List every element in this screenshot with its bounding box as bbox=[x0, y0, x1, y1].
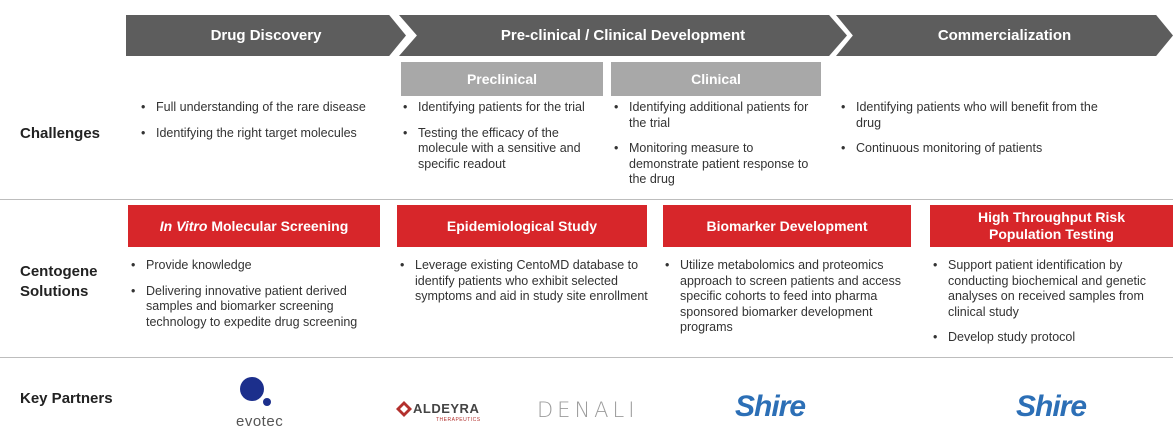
shire-logo-biomarker: Shire bbox=[735, 390, 855, 426]
solution-epidemiology-header: Epidemiological Study bbox=[397, 205, 647, 247]
divider-solutions bbox=[0, 357, 1173, 358]
solution-screening-list: Provide knowledge Delivering innovative … bbox=[128, 258, 386, 340]
subphase-preclinical: Preclinical bbox=[401, 62, 603, 96]
evotec-logo: evotec bbox=[228, 373, 298, 430]
list-item: Delivering innovative patient derived sa… bbox=[128, 284, 386, 331]
solution-risk-title: High Throughput Risk Population Testing bbox=[978, 209, 1125, 242]
list-item: Monitoring measure to demonstrate patien… bbox=[611, 141, 823, 188]
row-label-partners: Key Partners bbox=[20, 390, 113, 407]
phase-preclinical-clinical: Pre-clinical / Clinical Development bbox=[399, 15, 847, 56]
shire-wordmark: Shire bbox=[735, 390, 806, 423]
aldeyra-subtext: THERAPEUTICS bbox=[436, 417, 481, 423]
solution-screening-title-italic: In Vitro bbox=[159, 217, 208, 234]
row-label-solutions-line1: Centogene bbox=[20, 263, 98, 280]
list-item: Identifying additional patients for the … bbox=[611, 100, 823, 131]
solution-screening-title-rest: Molecular Screening bbox=[207, 217, 349, 234]
challenges-preclinical-list: Identifying patients for the trial Testi… bbox=[400, 100, 600, 182]
challenges-clinical-list: Identifying additional patients for the … bbox=[611, 100, 823, 198]
list-item: Identifying the right target molecules bbox=[138, 126, 383, 142]
list-item: Provide knowledge bbox=[128, 258, 386, 274]
list-item: Develop study protocol bbox=[930, 330, 1173, 346]
phase-drug-discovery: Drug Discovery bbox=[126, 15, 406, 56]
subphase-clinical-label: Clinical bbox=[691, 71, 741, 87]
subphase-clinical: Clinical bbox=[611, 62, 821, 96]
challenges-commercial-list: Identifying patients who will benefit fr… bbox=[838, 100, 1108, 167]
aldeyra-wordmark: ALDEYRA bbox=[413, 401, 480, 416]
row-label-challenges: Challenges bbox=[20, 125, 101, 142]
denali-wordmark: DENALI bbox=[537, 398, 639, 422]
aldeyra-mark-icon bbox=[396, 401, 412, 417]
solution-epidemiology-title: Epidemiological Study bbox=[446, 217, 598, 234]
solution-biomarker-title: Biomarker Development bbox=[706, 217, 868, 234]
subphase-preclinical-label: Preclinical bbox=[466, 71, 538, 87]
list-item: Support patient identification by conduc… bbox=[930, 258, 1173, 320]
list-item: Testing the efficacy of the molecule wit… bbox=[400, 126, 600, 173]
list-item: Leverage existing CentoMD database to id… bbox=[397, 258, 649, 305]
challenges-discovery-list: Full understanding of the rare disease I… bbox=[138, 100, 383, 151]
shire-wordmark: Shire bbox=[1016, 390, 1087, 423]
evotec-mark-icon bbox=[240, 377, 271, 406]
solution-screening-title: In Vitro Molecular Screening bbox=[160, 218, 349, 235]
solution-biomarker-header: Biomarker Development bbox=[663, 205, 911, 247]
row-label-solutions-line2: Solutions bbox=[20, 283, 89, 300]
list-item: Utilize metabolomics and proteomics appr… bbox=[662, 258, 912, 336]
phase-preclinical-clinical-label: Pre-clinical / Clinical Development bbox=[500, 27, 746, 44]
list-item: Identifying patients who will benefit fr… bbox=[838, 100, 1108, 131]
evotec-wordmark: evotec bbox=[236, 413, 284, 430]
phase-commercialization-label: Commercialization bbox=[937, 27, 1072, 44]
row-label-solutions: Centogene Solutions bbox=[20, 262, 98, 302]
denali-logo: DENALI bbox=[537, 398, 657, 426]
divider-challenges bbox=[0, 199, 1173, 200]
solution-risk-list: Support patient identification by conduc… bbox=[930, 258, 1173, 356]
solution-screening-header: In Vitro Molecular Screening bbox=[128, 205, 380, 247]
aldeyra-logo: ALDEYRA THERAPEUTICS bbox=[396, 400, 516, 424]
list-item: Identifying patients for the trial bbox=[400, 100, 600, 116]
shire-logo-risk: Shire bbox=[1016, 390, 1136, 426]
phase-commercialization: Commercialization bbox=[836, 15, 1173, 56]
solution-epidemiology-list: Leverage existing CentoMD database to id… bbox=[397, 258, 649, 315]
solution-risk-header: High Throughput Risk Population Testing bbox=[930, 205, 1173, 247]
list-item: Continuous monitoring of patients bbox=[838, 141, 1108, 157]
phase-drug-discovery-label: Drug Discovery bbox=[210, 27, 322, 44]
solution-biomarker-list: Utilize metabolomics and proteomics appr… bbox=[662, 258, 912, 346]
list-item: Full understanding of the rare disease bbox=[138, 100, 383, 116]
